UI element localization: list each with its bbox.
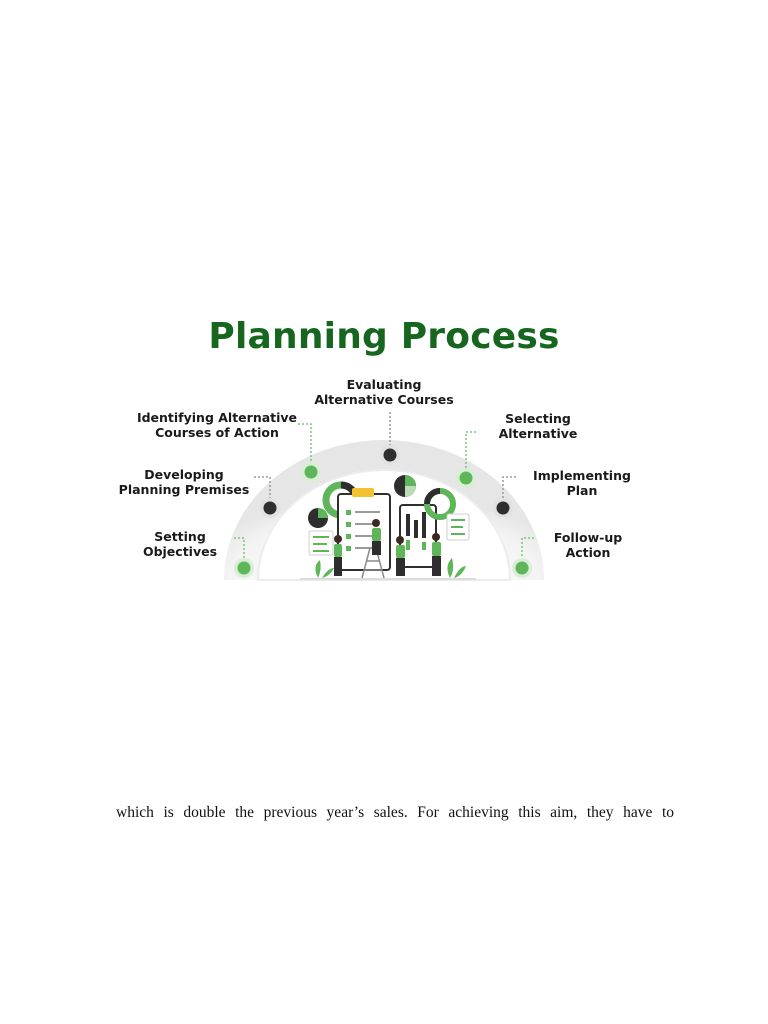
dot-setting xyxy=(234,558,254,578)
clipboard xyxy=(338,488,390,570)
dot-followup xyxy=(512,558,532,578)
step-label-implementing-plan: Implementing Plan xyxy=(520,468,644,498)
step-label-evaluating-courses: Evaluating Alternative Courses xyxy=(304,377,464,407)
person-1 xyxy=(334,535,342,576)
side-card-left xyxy=(309,531,333,555)
step-label-selecting-alternative: Selecting Alternative xyxy=(482,411,594,441)
document-body-line: which is double the previous year’s sale… xyxy=(116,804,674,822)
dot-implementing xyxy=(493,498,513,518)
step-label-identifying-alternatives: Identifying Alternative Courses of Actio… xyxy=(124,410,310,440)
pie-chart-small xyxy=(308,508,328,528)
step-label-followup-action: Follow-up Action xyxy=(540,530,636,560)
person-2 xyxy=(372,519,381,555)
side-card-right xyxy=(447,514,469,540)
infographic-title: Planning Process xyxy=(0,316,768,357)
step-label-setting-objectives: Setting Objectives xyxy=(120,529,240,559)
dot-evaluating xyxy=(380,445,400,465)
dot-selecting xyxy=(456,468,476,488)
step-label-developing-premises: Developing Planning Premises xyxy=(106,467,262,497)
dot-identifying xyxy=(301,462,321,482)
pie-chart-center xyxy=(394,475,416,497)
dot-developing xyxy=(260,498,280,518)
